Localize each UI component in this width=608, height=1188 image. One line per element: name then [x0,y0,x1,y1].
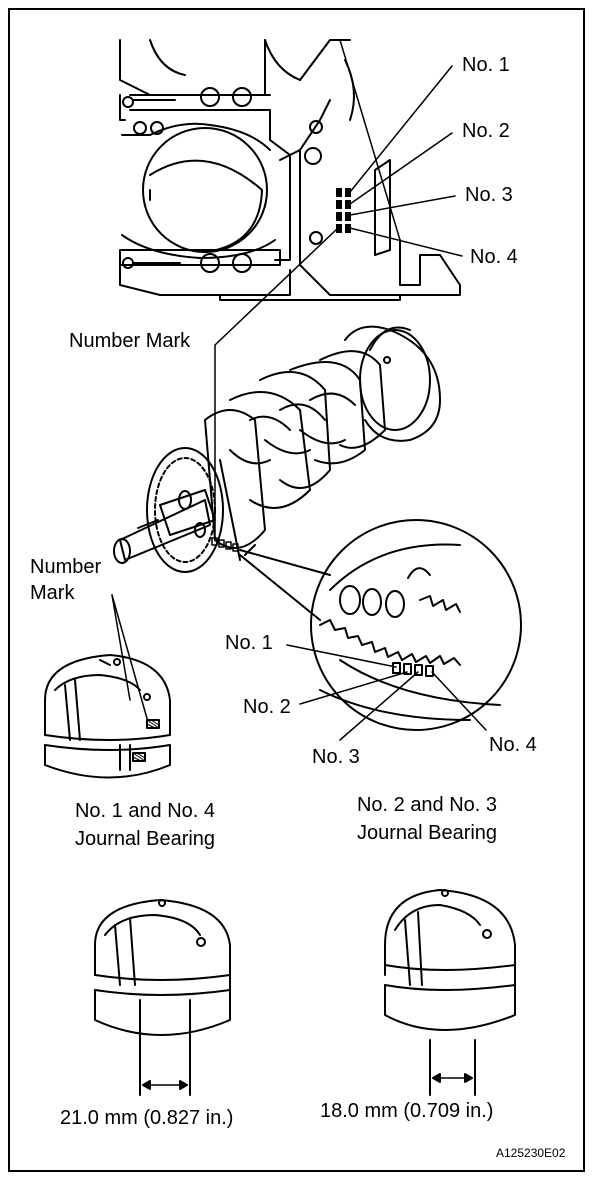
bearing-no1-no4-marked [44,654,171,779]
label-dimension-left: 21.0 mm (0.827 in.) [60,1107,234,1129]
block-leader-lines [214,65,463,541]
label-crank-no1: No. 1 [225,632,273,654]
label-block-no3: No. 3 [465,184,513,206]
label-number-mark-top: Number Mark [69,330,191,352]
label-bearing-right-line2: Journal Bearing [356,822,498,844]
crank-leader-lines [286,644,487,741]
cylinder-block [119,39,461,301]
magnified-gear-detail [319,543,501,721]
label-crank-no3: No. 3 [312,746,360,768]
label-dimension-right: 18.0 mm (0.709 in.) [320,1100,494,1122]
crankshaft [113,325,441,573]
label-block-no1: No. 1 [462,54,510,76]
label-block-no2: No. 2 [462,120,510,142]
figure-code: A125230E02 [496,1146,566,1160]
label-crank-no4: No. 4 [489,734,537,756]
label-block-no4: No. 4 [470,246,518,268]
bearing-no2-no3-width [384,889,516,1096]
label-number-mark-left-line1: Number [30,556,102,578]
label-number-mark-left-line2: Mark [30,582,75,604]
block-number-marks [336,188,351,233]
label-crank-no2: No. 2 [243,696,291,718]
label-bearing-right-line1: No. 2 and No. 3 [356,794,498,816]
figure-border [8,8,585,1172]
label-bearing-left-line2: Journal Bearing [74,828,216,850]
magnifier-callout [239,519,522,731]
crank-number-marks [211,537,239,552]
label-bearing-left-line1: No. 1 and No. 4 [74,800,216,822]
bearing-no1-no4-width [94,899,231,1096]
